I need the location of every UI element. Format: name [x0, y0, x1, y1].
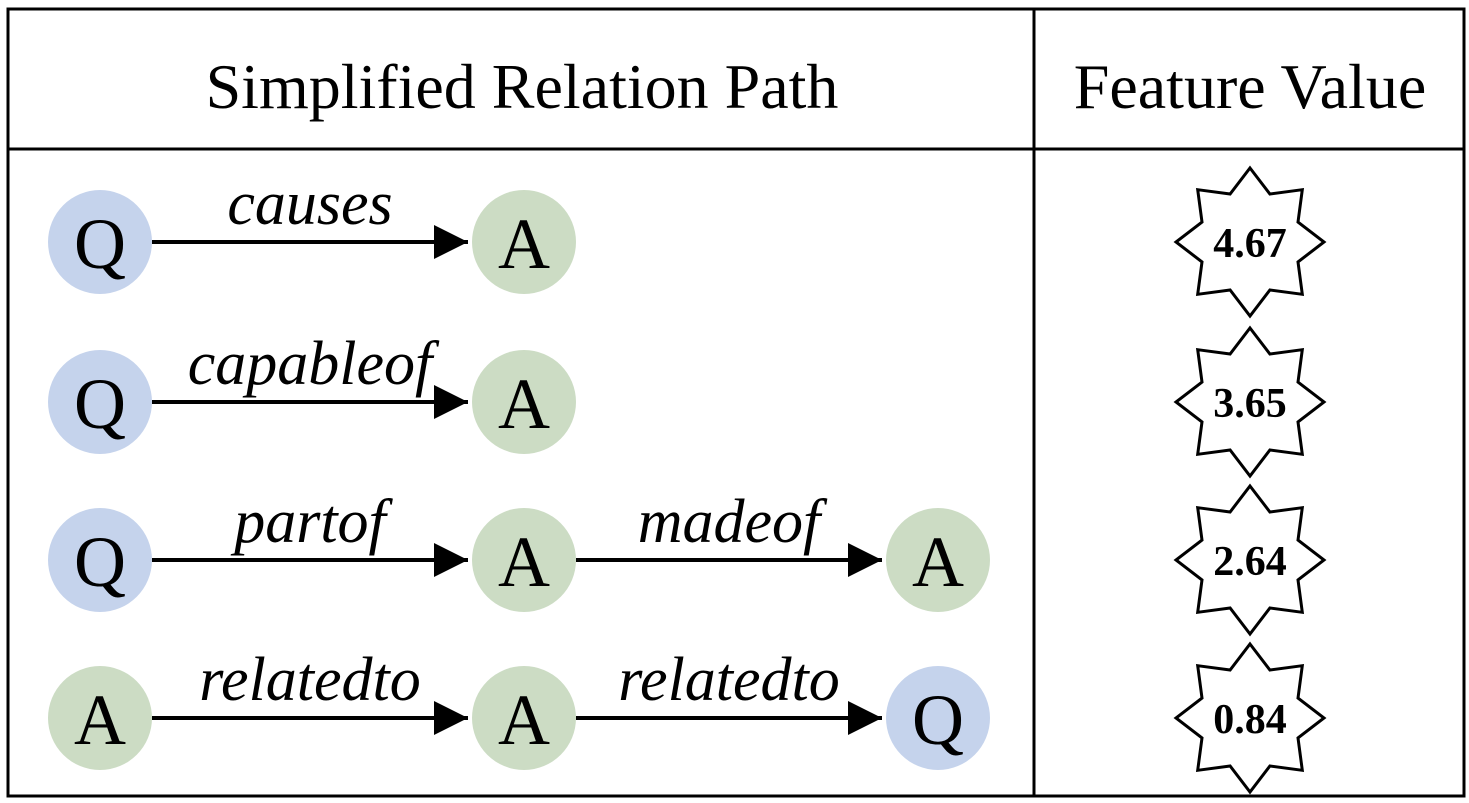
question-node [48, 508, 152, 612]
answer-node [472, 666, 576, 770]
table-border [6, 7, 1466, 798]
star-badge-icon [1173, 165, 1327, 319]
star-badge-icon [1173, 483, 1327, 637]
relation-label: madeof [638, 488, 828, 556]
arrowhead-icon [434, 701, 468, 735]
answer-node [472, 508, 576, 612]
star-badge-icon [1173, 641, 1327, 795]
header-relation-path: Simplified Relation Path [206, 51, 839, 122]
answer-node [48, 666, 152, 770]
relation-label: relatedto [618, 646, 840, 714]
answer-node [472, 350, 576, 454]
node-label: Q [912, 680, 964, 760]
node-label: A [498, 680, 550, 760]
feature-value: 2.64 [1213, 539, 1287, 585]
relation-label: relatedto [199, 646, 421, 714]
node-label: Q [74, 364, 126, 444]
question-node [48, 190, 152, 294]
node-label: A [498, 522, 550, 602]
arrowhead-icon [848, 701, 882, 735]
node-label: A [74, 680, 126, 760]
feature-value: 0.84 [1213, 697, 1287, 743]
node-label: A [912, 522, 964, 602]
relation-label: partof [230, 488, 393, 556]
arrowhead-icon [434, 385, 468, 419]
header-feature-value: Feature Value [1074, 51, 1426, 122]
node-label: Q [74, 522, 126, 602]
node-label: A [498, 364, 550, 444]
question-node [886, 666, 990, 770]
arrowhead-icon [434, 225, 468, 259]
feature-value: 3.65 [1213, 381, 1287, 427]
node-label: Q [74, 204, 126, 284]
relation-label: causes [227, 170, 392, 238]
answer-node [886, 508, 990, 612]
feature-value: 4.67 [1213, 221, 1287, 267]
question-node [48, 350, 152, 454]
relation-label: capableof [188, 330, 440, 398]
node-label: A [498, 204, 550, 284]
answer-node [472, 190, 576, 294]
arrowhead-icon [434, 543, 468, 577]
arrowhead-icon [848, 543, 882, 577]
star-badge-icon [1173, 325, 1327, 479]
